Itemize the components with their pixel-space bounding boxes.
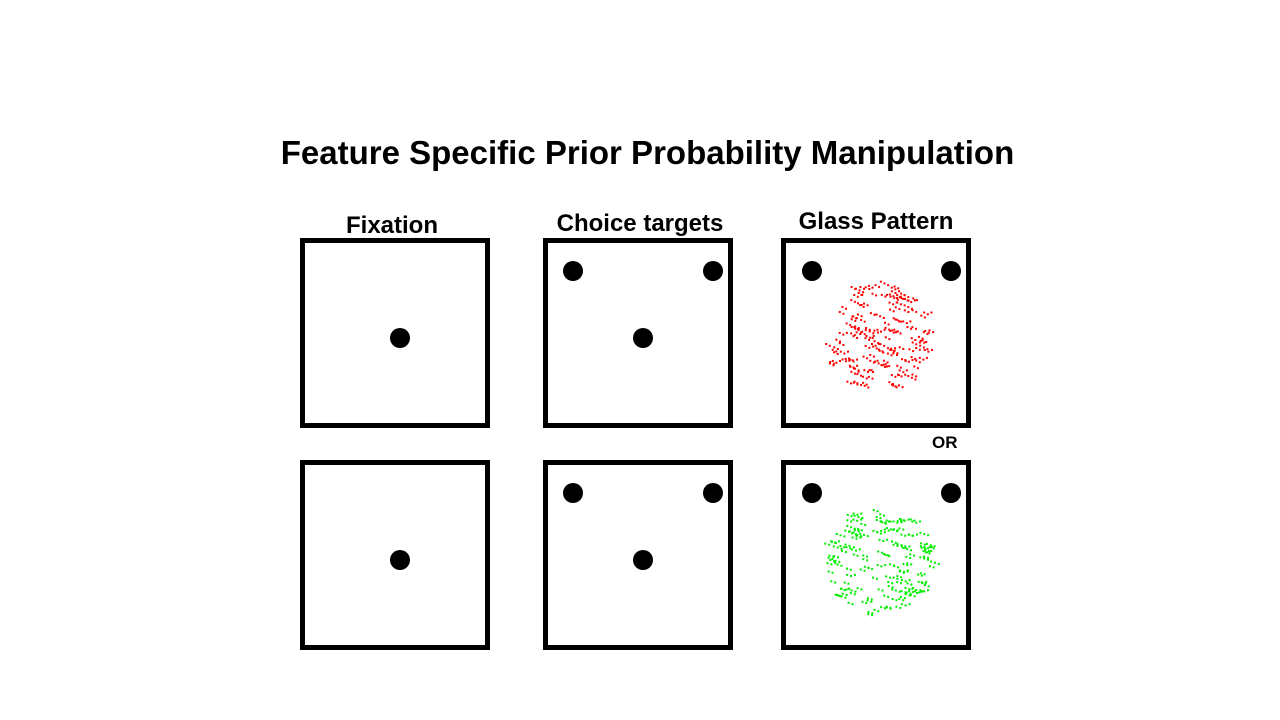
choice-targets-frame-row1: [543, 238, 733, 428]
right-choice-target-dot: [941, 483, 961, 503]
right-choice-target-dot: [703, 483, 723, 503]
fixation-frame-row1: [300, 238, 490, 428]
column-label-choice-targets: Choice targets: [556, 210, 724, 237]
right-choice-target-dot: [941, 261, 961, 281]
or-label: OR: [932, 433, 958, 452]
fixation-dot: [390, 328, 410, 348]
slide-title: Feature Specific Prior Probability Manip…: [280, 134, 1015, 171]
fixation-dot: [633, 550, 653, 570]
left-choice-target-dot: [563, 483, 583, 503]
left-choice-target-dot: [563, 261, 583, 281]
fixation-frame-row2: [300, 460, 490, 650]
fixation-dot: [390, 550, 410, 570]
red-glass-pattern: [825, 280, 935, 389]
left-choice-target-dot: [802, 483, 822, 503]
column-label-glass-pattern: Glass Pattern: [798, 208, 954, 235]
choice-targets-frame-row2: [543, 460, 733, 650]
glass-pattern-frame-green: [781, 460, 971, 650]
left-choice-target-dot: [802, 261, 822, 281]
glass-pattern-frame-red: [781, 238, 971, 428]
fixation-dot: [633, 328, 653, 348]
green-glass-pattern: [824, 509, 940, 617]
right-choice-target-dot: [703, 261, 723, 281]
column-label-fixation: Fixation: [345, 212, 438, 239]
